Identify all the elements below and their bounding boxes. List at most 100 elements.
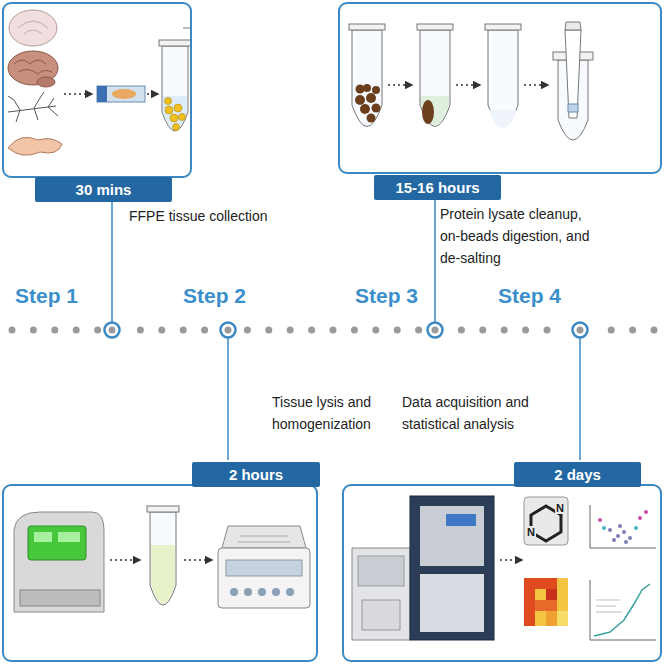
illustration-part bbox=[34, 532, 52, 542]
illustration-part bbox=[64, 93, 92, 95]
volcano-plot bbox=[590, 505, 656, 548]
illustration-part bbox=[150, 512, 176, 605]
illustration-part bbox=[238, 536, 290, 542]
illustration-part bbox=[37, 77, 55, 87]
illustration-part bbox=[372, 86, 380, 94]
illustration-part bbox=[218, 548, 310, 608]
illustration-part bbox=[363, 84, 371, 92]
illustration-part bbox=[485, 24, 521, 30]
illustration-part bbox=[557, 611, 568, 626]
illustration-part bbox=[420, 506, 484, 566]
illustration-part bbox=[20, 590, 100, 606]
icon-letter: N bbox=[526, 526, 536, 538]
illustration-part bbox=[366, 93, 376, 103]
timeline-dot bbox=[265, 327, 272, 334]
illustration-part bbox=[362, 600, 400, 630]
illustration-part bbox=[352, 548, 410, 640]
illustration-part bbox=[524, 84, 548, 86]
illustration-part bbox=[244, 588, 252, 596]
step-panel: Tissue lysis and homogenization2 hours bbox=[2, 484, 318, 662]
illustration-part bbox=[8, 92, 58, 122]
illustration-part bbox=[170, 114, 178, 122]
illustration-part bbox=[226, 560, 302, 576]
timeline-dot bbox=[351, 327, 358, 334]
duration-text: 2 hours bbox=[229, 466, 283, 483]
illustration-part bbox=[151, 545, 175, 604]
timeline-marker-centres bbox=[109, 327, 584, 334]
illustration-part bbox=[388, 84, 412, 86]
illustration-part bbox=[421, 96, 449, 126]
illustration-part bbox=[355, 95, 365, 105]
illustration-part bbox=[225, 327, 232, 334]
illustration-part bbox=[420, 574, 484, 632]
illustration-part bbox=[535, 600, 557, 611]
illustration-part bbox=[500, 559, 522, 561]
illustration-part bbox=[644, 510, 648, 514]
illustration-part bbox=[159, 40, 191, 46]
illustration-part bbox=[628, 536, 632, 540]
step-label: Step 4 bbox=[498, 284, 561, 308]
illustration-part bbox=[524, 497, 568, 545]
timeline-dot bbox=[9, 327, 16, 334]
illustration-part bbox=[165, 98, 186, 131]
illustration-part bbox=[565, 22, 581, 30]
illustration-part bbox=[352, 30, 382, 127]
illustration-part bbox=[14, 512, 104, 612]
illustration-part bbox=[602, 526, 606, 530]
ranked-plot bbox=[590, 580, 656, 640]
timeline-markers bbox=[105, 323, 588, 338]
illustration-part bbox=[568, 104, 578, 112]
step-label: Step 2 bbox=[183, 284, 246, 308]
illustration-part bbox=[602, 526, 638, 530]
illustration-part bbox=[420, 30, 450, 127]
step-description: Tissue lysis and homogenization bbox=[272, 391, 392, 435]
duration-text: 30 mins bbox=[76, 181, 132, 198]
step-panel: 15-16 hoursProtein lysate cleanup, on-be… bbox=[338, 2, 662, 174]
illustration-part bbox=[173, 124, 180, 131]
timeline-dot bbox=[330, 327, 337, 334]
illustration-part bbox=[367, 114, 376, 123]
illustration-part bbox=[174, 104, 182, 112]
step-label: Step 3 bbox=[355, 284, 418, 308]
illustration-part bbox=[110, 559, 140, 561]
illustration-part bbox=[179, 114, 186, 121]
illustration-part bbox=[372, 104, 381, 113]
illustration-part bbox=[590, 505, 591, 548]
duration-tab: 15-16 hours bbox=[374, 175, 501, 200]
timeline-dot bbox=[479, 327, 486, 334]
timeline-dot bbox=[522, 327, 529, 334]
illustration-part bbox=[608, 528, 612, 532]
illustration-part bbox=[446, 514, 476, 526]
step-description: Protein lysate cleanup, on-beads digesti… bbox=[440, 203, 605, 269]
illustration-part bbox=[638, 516, 642, 520]
illustration-part bbox=[162, 46, 188, 131]
illustration-part bbox=[165, 106, 173, 114]
timeline-dot bbox=[501, 327, 508, 334]
timeline-dot bbox=[180, 327, 187, 334]
timeline-dot bbox=[394, 327, 401, 334]
timeline-dot bbox=[30, 327, 37, 334]
step-description: Data acquisition and statistical analysi… bbox=[402, 391, 552, 435]
illustration-part bbox=[616, 534, 620, 538]
timeline-dot bbox=[94, 327, 101, 334]
illustration-part bbox=[596, 606, 616, 607]
timeline-dot bbox=[651, 327, 658, 334]
illustration-part bbox=[358, 556, 404, 586]
illustration-part bbox=[222, 526, 306, 548]
illustration-part bbox=[184, 559, 212, 561]
illustration-part bbox=[221, 323, 236, 338]
illustration-part bbox=[622, 530, 626, 534]
duration-tab: 30 mins bbox=[35, 177, 172, 202]
illustration-part bbox=[524, 578, 568, 626]
timeline-dot bbox=[544, 327, 551, 334]
timeline-dot bbox=[137, 327, 144, 334]
step-panel: 30 minsFFPE tissue collection bbox=[2, 2, 192, 178]
illustration-part bbox=[28, 526, 86, 560]
illustration-part bbox=[456, 84, 480, 86]
timeline-dot bbox=[458, 327, 465, 334]
step-panel: Data acquisition and statistical analysi… bbox=[342, 484, 662, 662]
illustration-part bbox=[608, 524, 632, 544]
illustration-part bbox=[432, 327, 439, 334]
illustration-part bbox=[598, 518, 602, 522]
illustration-part bbox=[422, 100, 434, 124]
